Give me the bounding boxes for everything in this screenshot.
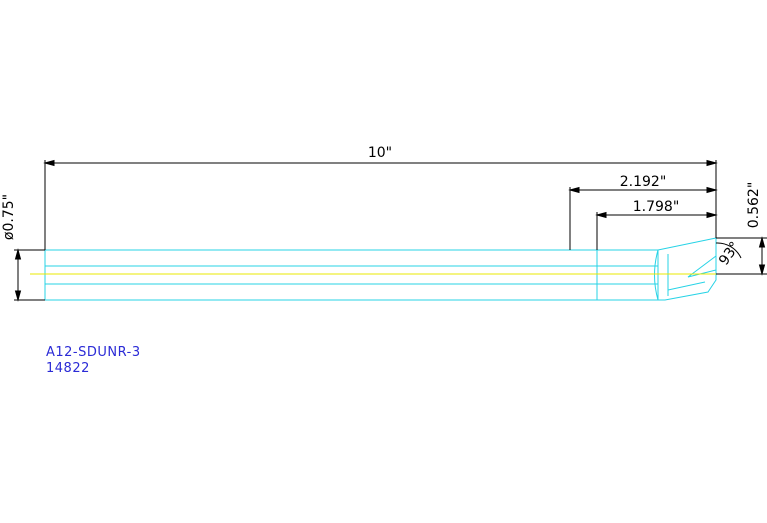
arrow-b-right xyxy=(706,211,718,219)
height-text: 0.562" xyxy=(746,182,762,229)
arrow-overall-right xyxy=(706,159,718,167)
arrow-overall-left xyxy=(43,159,55,167)
arrow-dia-bottom xyxy=(14,290,22,302)
arrow-dia-top xyxy=(14,248,22,260)
part-number-label: A12-SDUNR-3 xyxy=(46,345,141,360)
dim-a-text: 2.192" xyxy=(620,174,667,190)
arrow-a-right xyxy=(706,186,718,194)
arrow-height-top xyxy=(758,236,766,248)
dim-b-text: 1.798" xyxy=(633,199,680,215)
arrow-a-left xyxy=(568,186,580,194)
arrow-b-left xyxy=(595,211,607,219)
angle-arc xyxy=(715,242,742,259)
dimensions xyxy=(14,159,767,302)
head-outline xyxy=(657,237,717,301)
arrow-height-bottom xyxy=(758,264,766,276)
tool-body xyxy=(44,237,717,301)
diameter-text: ø0.75" xyxy=(1,194,17,240)
shank-outline xyxy=(44,249,659,301)
part-code-label: 14822 xyxy=(46,361,90,376)
overall-length-text: 10" xyxy=(368,145,392,161)
insert-bottom-line xyxy=(667,281,706,291)
head-chamfer-arc xyxy=(654,249,659,301)
